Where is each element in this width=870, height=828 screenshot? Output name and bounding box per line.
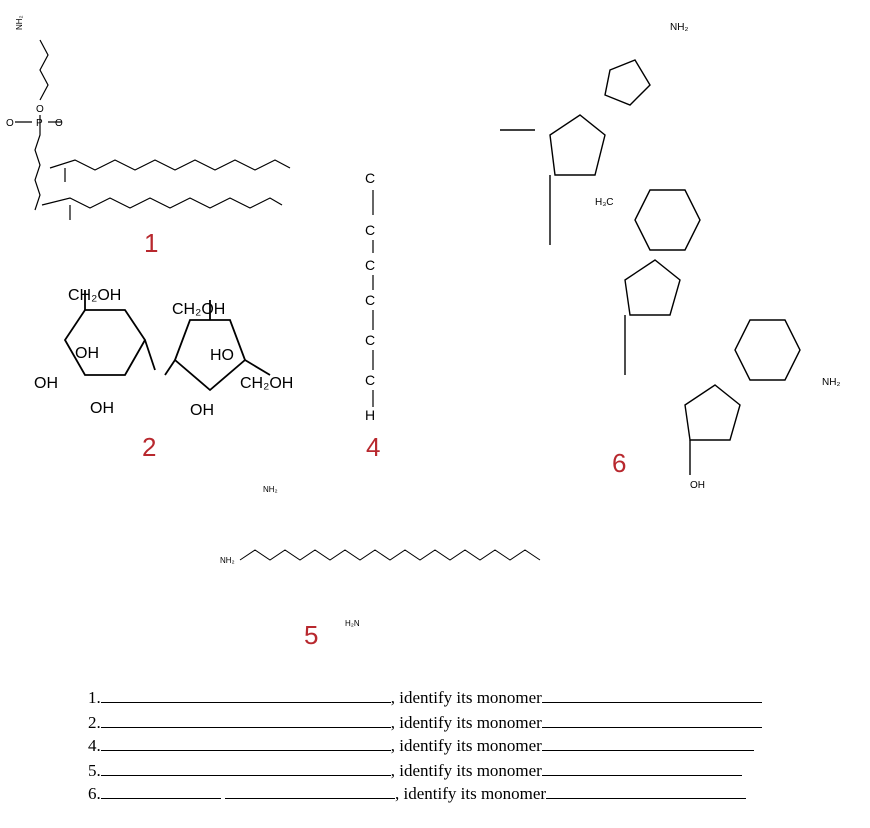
structure-6: NH₂ H₃C NH₂ OH (500, 22, 840, 490)
c-label: C (365, 372, 375, 388)
question-text: , identify its monomer (390, 688, 542, 707)
ho-label: HO (210, 347, 234, 364)
label-1: 1 (144, 228, 159, 258)
label-5: 5 (304, 620, 319, 650)
oh-label: OH (75, 345, 99, 362)
label-4: 4 (366, 432, 381, 462)
c-label: C (365, 257, 375, 273)
monomer-blank[interactable] (541, 713, 762, 728)
monomer-blank[interactable] (541, 761, 742, 776)
label-6: 6 (612, 448, 627, 478)
question-line: 4. , identify its monomer (88, 736, 754, 756)
nh2-label: NH₂ (263, 485, 278, 494)
o-label: O (36, 104, 44, 115)
oh-label: OH (190, 402, 214, 419)
question-number: 5. (88, 761, 101, 780)
question-line: 6. , identify its monomer (88, 784, 747, 804)
question-line: 1. , identify its monomer (88, 688, 762, 708)
oh-label: OH (34, 375, 58, 392)
nh2-label: NH₂ (220, 556, 235, 565)
answer-blank[interactable] (100, 784, 221, 799)
structure-4: C C C C C C H (365, 170, 375, 423)
ch2oh-label: CH₂OH (68, 287, 121, 304)
p-label: P (36, 118, 43, 129)
question-line: 2. , identify its monomer (88, 713, 762, 733)
c-label: C (365, 292, 375, 308)
question-number: 2. (88, 713, 101, 732)
label-2: 2 (142, 432, 157, 462)
answer-blank[interactable] (100, 688, 391, 703)
ch2oh-label: CH₂OH (240, 375, 293, 392)
answer-blank-2[interactable] (225, 784, 395, 799)
h2n-label: H₂N (345, 619, 360, 628)
o-label: O (6, 118, 14, 129)
structure-1: NH₂ O P O O (6, 15, 291, 220)
question-number: 1. (88, 688, 101, 707)
nh2-label: NH₂ (822, 377, 840, 388)
question-text: , identify its monomer (395, 784, 547, 803)
monomer-blank[interactable] (546, 784, 747, 799)
question-text: , identify its monomer (390, 713, 542, 732)
monomer-blank[interactable] (541, 736, 754, 751)
structure-2: CH₂OH CH₂OH OH OH OH OH HO CH₂OH (34, 287, 293, 419)
c-label: C (365, 170, 375, 186)
nh2-label: NH₂ (15, 15, 24, 30)
question-number: 4. (88, 736, 101, 755)
question-text: , identify its monomer (390, 761, 542, 780)
monomer-blank[interactable] (541, 688, 762, 703)
oh-label: OH (690, 480, 705, 490)
c-label: C (365, 222, 375, 238)
nh2-label: NH₂ (670, 22, 688, 33)
ch2oh-label: CH₂OH (172, 301, 225, 318)
oh-label: OH (90, 400, 114, 417)
c-label: C (365, 332, 375, 348)
answer-blank[interactable] (100, 736, 391, 751)
question-text: , identify its monomer (390, 736, 542, 755)
answer-blank[interactable] (100, 761, 391, 776)
o-label: O (55, 118, 63, 129)
h-label: H (365, 407, 375, 423)
answer-blank[interactable] (100, 713, 391, 728)
h3c-label: H₃C (595, 197, 614, 208)
question-number: 6. (88, 784, 101, 803)
structure-5: NH₂ NH₂ H₂N (220, 485, 541, 628)
question-line: 5. , identify its monomer (88, 761, 742, 781)
